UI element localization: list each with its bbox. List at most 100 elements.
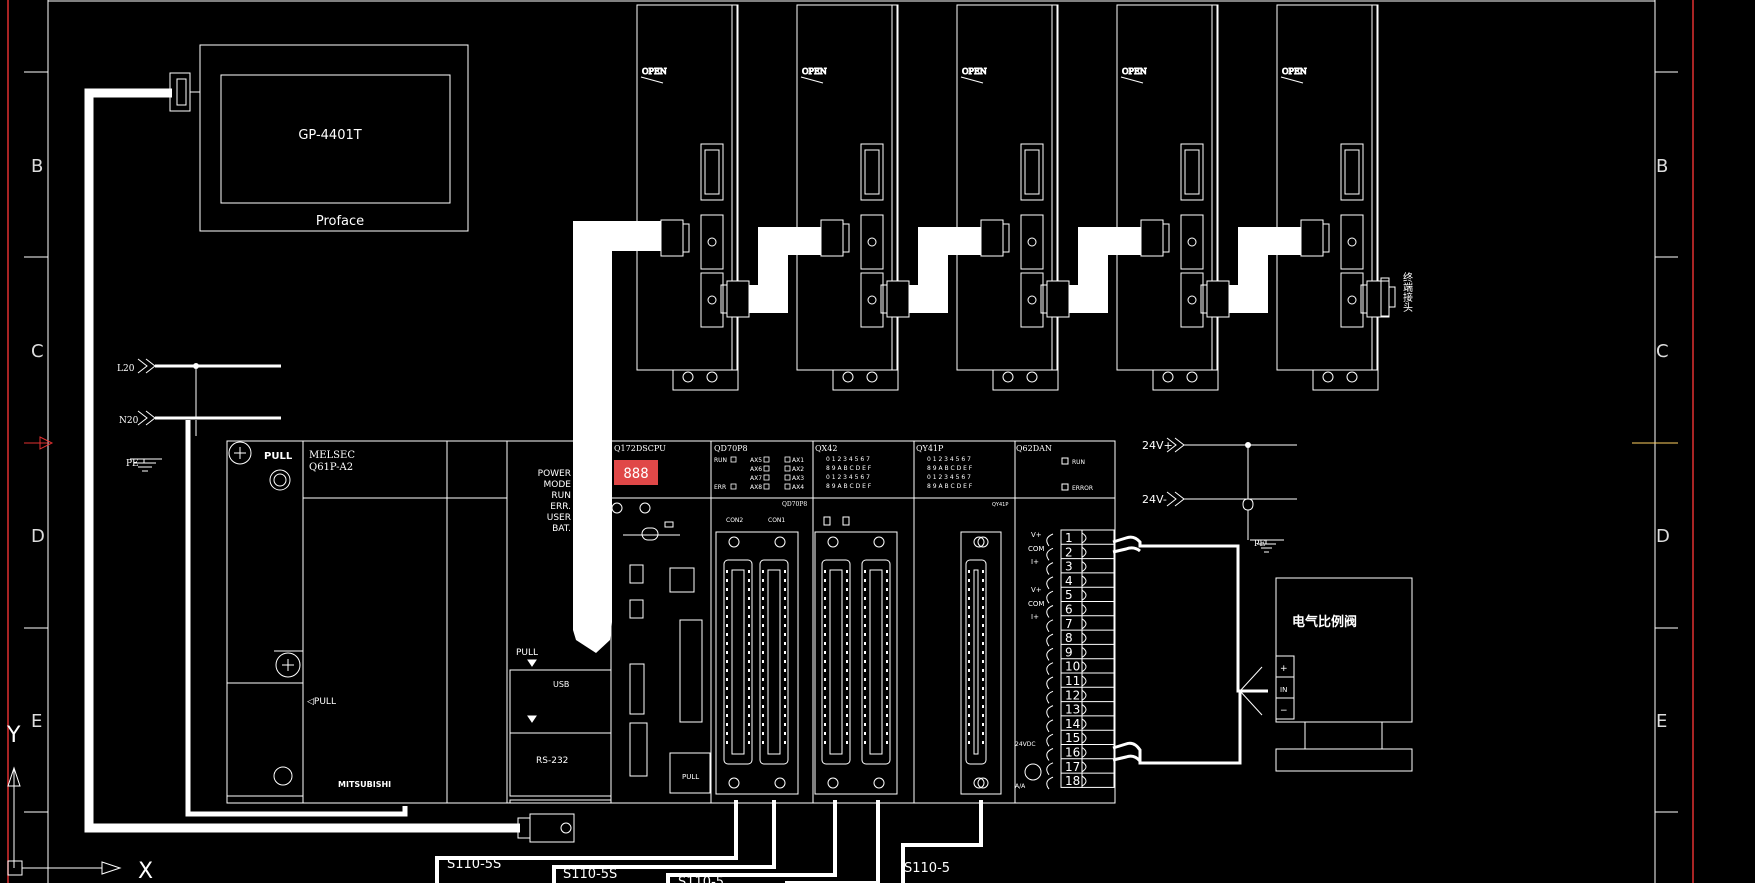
servo-open-label: OPEN (802, 67, 827, 76)
pin (886, 624, 888, 627)
io-connectors (715, 516, 1002, 795)
qd70-ax6: AX6 (750, 466, 762, 473)
q62-ch2-com: COM (1028, 600, 1044, 608)
terminal-number: 14 (1065, 717, 1080, 731)
pin (726, 597, 728, 600)
pin (846, 732, 848, 735)
terminal-number: 4 (1065, 574, 1073, 588)
plug-head (820, 219, 844, 257)
pin (726, 714, 728, 717)
pin (748, 687, 750, 690)
terminator-label: 终端接头 (1401, 271, 1413, 313)
pin (824, 705, 826, 708)
pin (726, 678, 728, 681)
pin (864, 723, 866, 726)
row-label-right-b: B (1656, 156, 1668, 177)
terminal-number: 3 (1065, 560, 1073, 574)
pin (726, 624, 728, 627)
qd70-led-boxes (730, 456, 791, 490)
proportional-valve (1275, 577, 1413, 772)
servo-cn-connector (700, 143, 724, 201)
pin (726, 606, 728, 609)
cpu-display-digits: 888 (623, 466, 648, 482)
pin (824, 723, 826, 726)
pin (784, 570, 786, 573)
y-axis-label: Y (6, 723, 21, 748)
row-label-right-e: E (1656, 711, 1667, 732)
servo-amplifier: OPEN (636, 4, 750, 391)
connector-frame (960, 531, 1002, 795)
pin (886, 579, 888, 582)
q62-24vdc-label: 24VDC (1015, 741, 1036, 748)
servo-terminal-block (672, 369, 739, 391)
pin (762, 732, 764, 735)
led-user-label: USER (547, 513, 571, 523)
pin (886, 597, 888, 600)
qy41-led-rows: 0 1 2 3 4 5 6 7 8 9 A B C D E F 0 1 2 3 … (927, 456, 973, 490)
pin (886, 705, 888, 708)
pin (864, 678, 866, 681)
pin (886, 606, 888, 609)
servo-cn-connector (860, 143, 884, 201)
pin (784, 633, 786, 636)
pin (748, 606, 750, 609)
screw-icon (728, 777, 740, 789)
terminal-number: 12 (1065, 688, 1080, 702)
pin (748, 624, 750, 627)
pin (982, 678, 984, 681)
screw-icon (1162, 371, 1174, 383)
cpu-pull-label: PULL (682, 773, 699, 781)
pin (824, 696, 826, 699)
screw-icon (873, 536, 885, 548)
pin (784, 723, 786, 726)
screw-icon (827, 536, 839, 548)
pin (846, 615, 848, 618)
terminal-number: 7 (1065, 617, 1073, 631)
pin (824, 606, 826, 609)
pin (886, 642, 888, 645)
ground-icon (1024, 763, 1042, 781)
pin (762, 588, 764, 591)
pin (748, 732, 750, 735)
pin (824, 660, 826, 663)
pin (726, 660, 728, 663)
pin (784, 597, 786, 600)
pin (762, 714, 764, 717)
pin (784, 741, 786, 744)
pin (864, 660, 866, 663)
qd70-run-led-label: RUN (714, 457, 727, 464)
qx42-row-4: 8 9 A B C D E F (826, 483, 872, 490)
pin (762, 570, 764, 573)
pin (846, 651, 848, 654)
servo-cn-connector (1340, 272, 1364, 328)
pin (864, 588, 866, 591)
pin (748, 633, 750, 636)
pin (982, 570, 984, 573)
pin (726, 642, 728, 645)
pin (784, 696, 786, 699)
pin (886, 633, 888, 636)
pin (886, 570, 888, 573)
screw-icon (706, 371, 718, 383)
q62-ch1-iplus: I+ (1031, 558, 1039, 566)
led-box (842, 516, 850, 526)
pin (726, 687, 728, 690)
led-err-label: ERR. (550, 502, 571, 512)
qd70-ax2: AX2 (792, 466, 804, 473)
pin (968, 705, 970, 708)
pin (886, 651, 888, 654)
pin (726, 615, 728, 618)
servo-amplifier: OPEN (796, 4, 910, 391)
pin (784, 588, 786, 591)
valve-pin-minus: − (1280, 706, 1288, 716)
row-label-left-c: C (31, 341, 44, 362)
pin (762, 597, 764, 600)
q62-ch2-vplus: V+ (1031, 586, 1042, 594)
mitsubishi-label: MITSUBISHI (338, 780, 391, 789)
screw-icon (682, 371, 694, 383)
cable-label-3: S110-5 (678, 875, 724, 883)
pin (748, 723, 750, 726)
